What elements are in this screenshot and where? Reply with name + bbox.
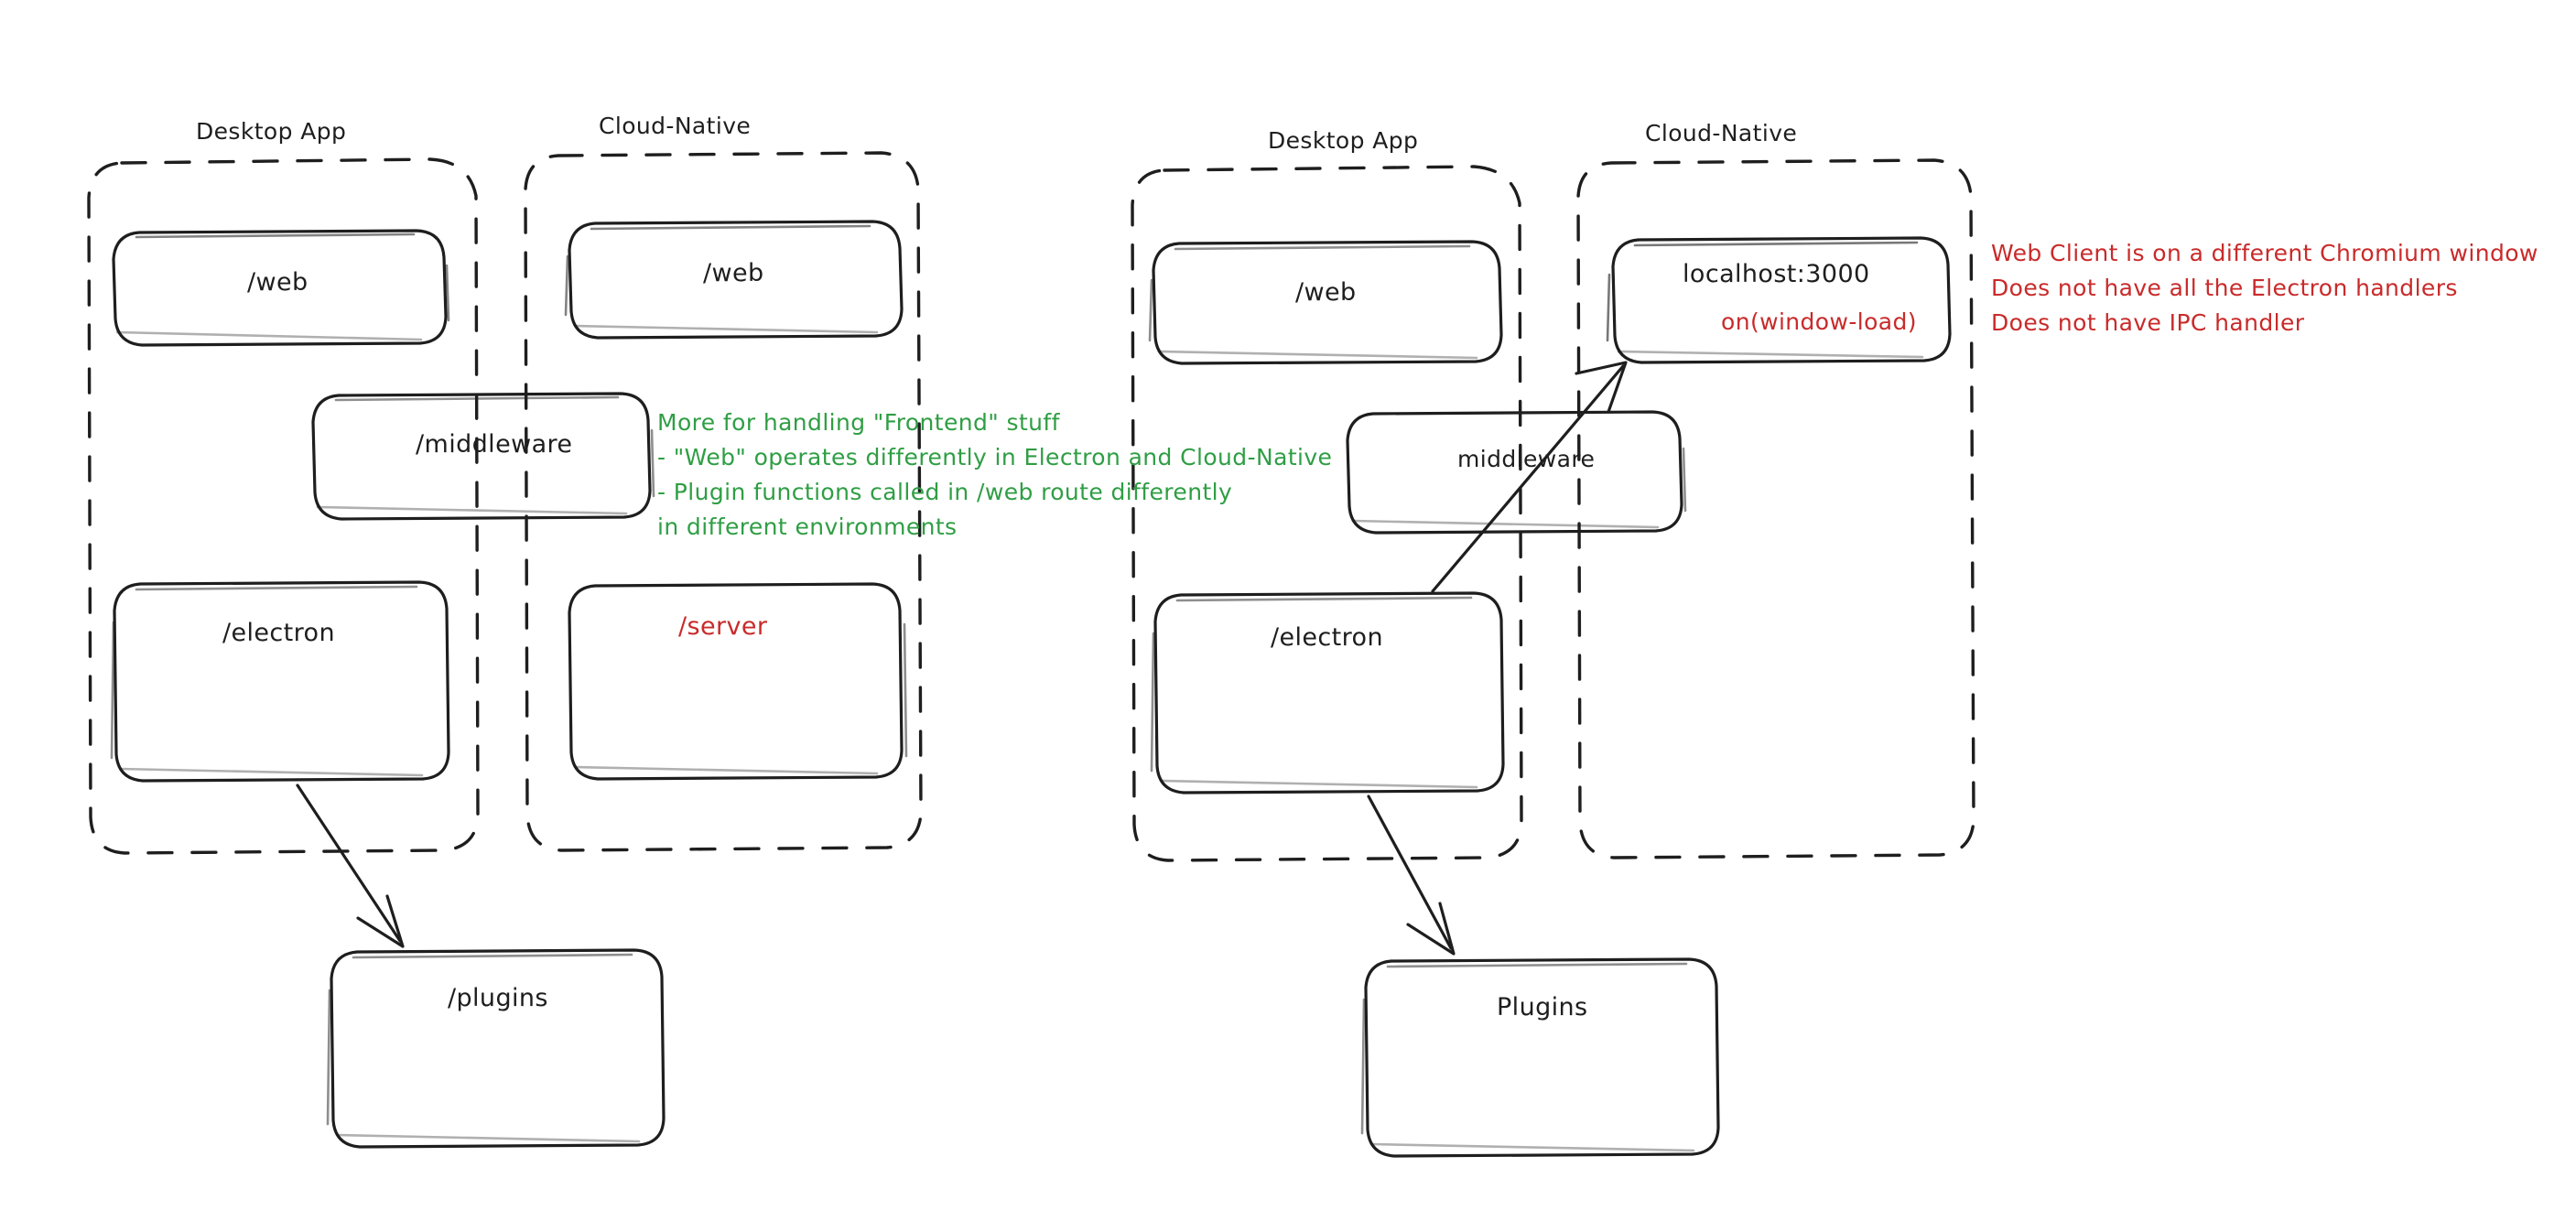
right-cloud-native-label: Cloud-Native bbox=[1645, 120, 1798, 146]
left-green-annotation: More for handling "Frontend" stuff - "We… bbox=[657, 405, 1332, 545]
green-note-line-2: - "Web" operates differently in Electron… bbox=[657, 444, 1333, 470]
left-desktop-app-label: Desktop App bbox=[196, 118, 347, 145]
red-note-line-2: Does not have all the Electron handlers bbox=[1991, 275, 2458, 301]
left-web-cloud-box bbox=[564, 220, 904, 340]
right-localhost-sublabel: on(window-load) bbox=[1721, 308, 1917, 335]
left-middleware-box bbox=[311, 392, 655, 521]
green-note-line-1: More for handling "Frontend" stuff bbox=[657, 409, 1060, 436]
right-desktop-app-label: Desktop App bbox=[1268, 127, 1419, 154]
right-electron-label: /electron bbox=[1271, 623, 1383, 652]
right-red-annotation: Web Client is on a different Chromium wi… bbox=[1991, 236, 2538, 340]
left-server-label: /server bbox=[678, 612, 768, 641]
left-cloud-native-container bbox=[524, 151, 923, 852]
left-cloud-native-label: Cloud-Native bbox=[599, 113, 752, 139]
right-plugins-label: Plugins bbox=[1497, 993, 1588, 1021]
right-plugins-box bbox=[1360, 957, 1720, 1158]
left-edge-electron-to-plugins bbox=[296, 784, 405, 948]
red-note-line-3: Does not have IPC handler bbox=[1991, 309, 2305, 336]
left-web-desktop-label: /web bbox=[247, 268, 308, 297]
left-middleware-label: /middleware bbox=[416, 430, 573, 459]
right-middleware-box bbox=[1346, 410, 1687, 535]
green-note-line-3: - Plugin functions called in /web route … bbox=[657, 479, 1233, 505]
left-electron-label: /electron bbox=[222, 619, 335, 647]
left-desktop-app-container bbox=[87, 157, 480, 855]
left-plugins-box bbox=[326, 948, 666, 1149]
green-note-line-4: in different environments bbox=[657, 513, 958, 540]
right-web-box bbox=[1148, 240, 1503, 365]
left-web-cloud-label: /web bbox=[703, 259, 764, 287]
right-edge-electron-to-localhost bbox=[1431, 361, 1628, 593]
right-localhost-label: localhost:3000 bbox=[1683, 260, 1870, 288]
left-server-box bbox=[568, 582, 908, 781]
left-electron-box bbox=[110, 580, 450, 783]
left-web-desktop-box bbox=[112, 229, 450, 347]
right-middleware-label: middleware bbox=[1457, 446, 1596, 472]
right-localhost-box bbox=[1606, 236, 1952, 364]
right-edge-electron-to-plugins bbox=[1367, 794, 1456, 956]
right-cloud-native-container bbox=[1576, 158, 1975, 859]
right-web-label: /web bbox=[1295, 278, 1357, 307]
left-plugins-label: /plugins bbox=[448, 984, 548, 1012]
red-note-line-1: Web Client is on a different Chromium wi… bbox=[1991, 240, 2538, 266]
right-desktop-app-container bbox=[1131, 165, 1523, 862]
right-electron-box bbox=[1150, 591, 1505, 794]
